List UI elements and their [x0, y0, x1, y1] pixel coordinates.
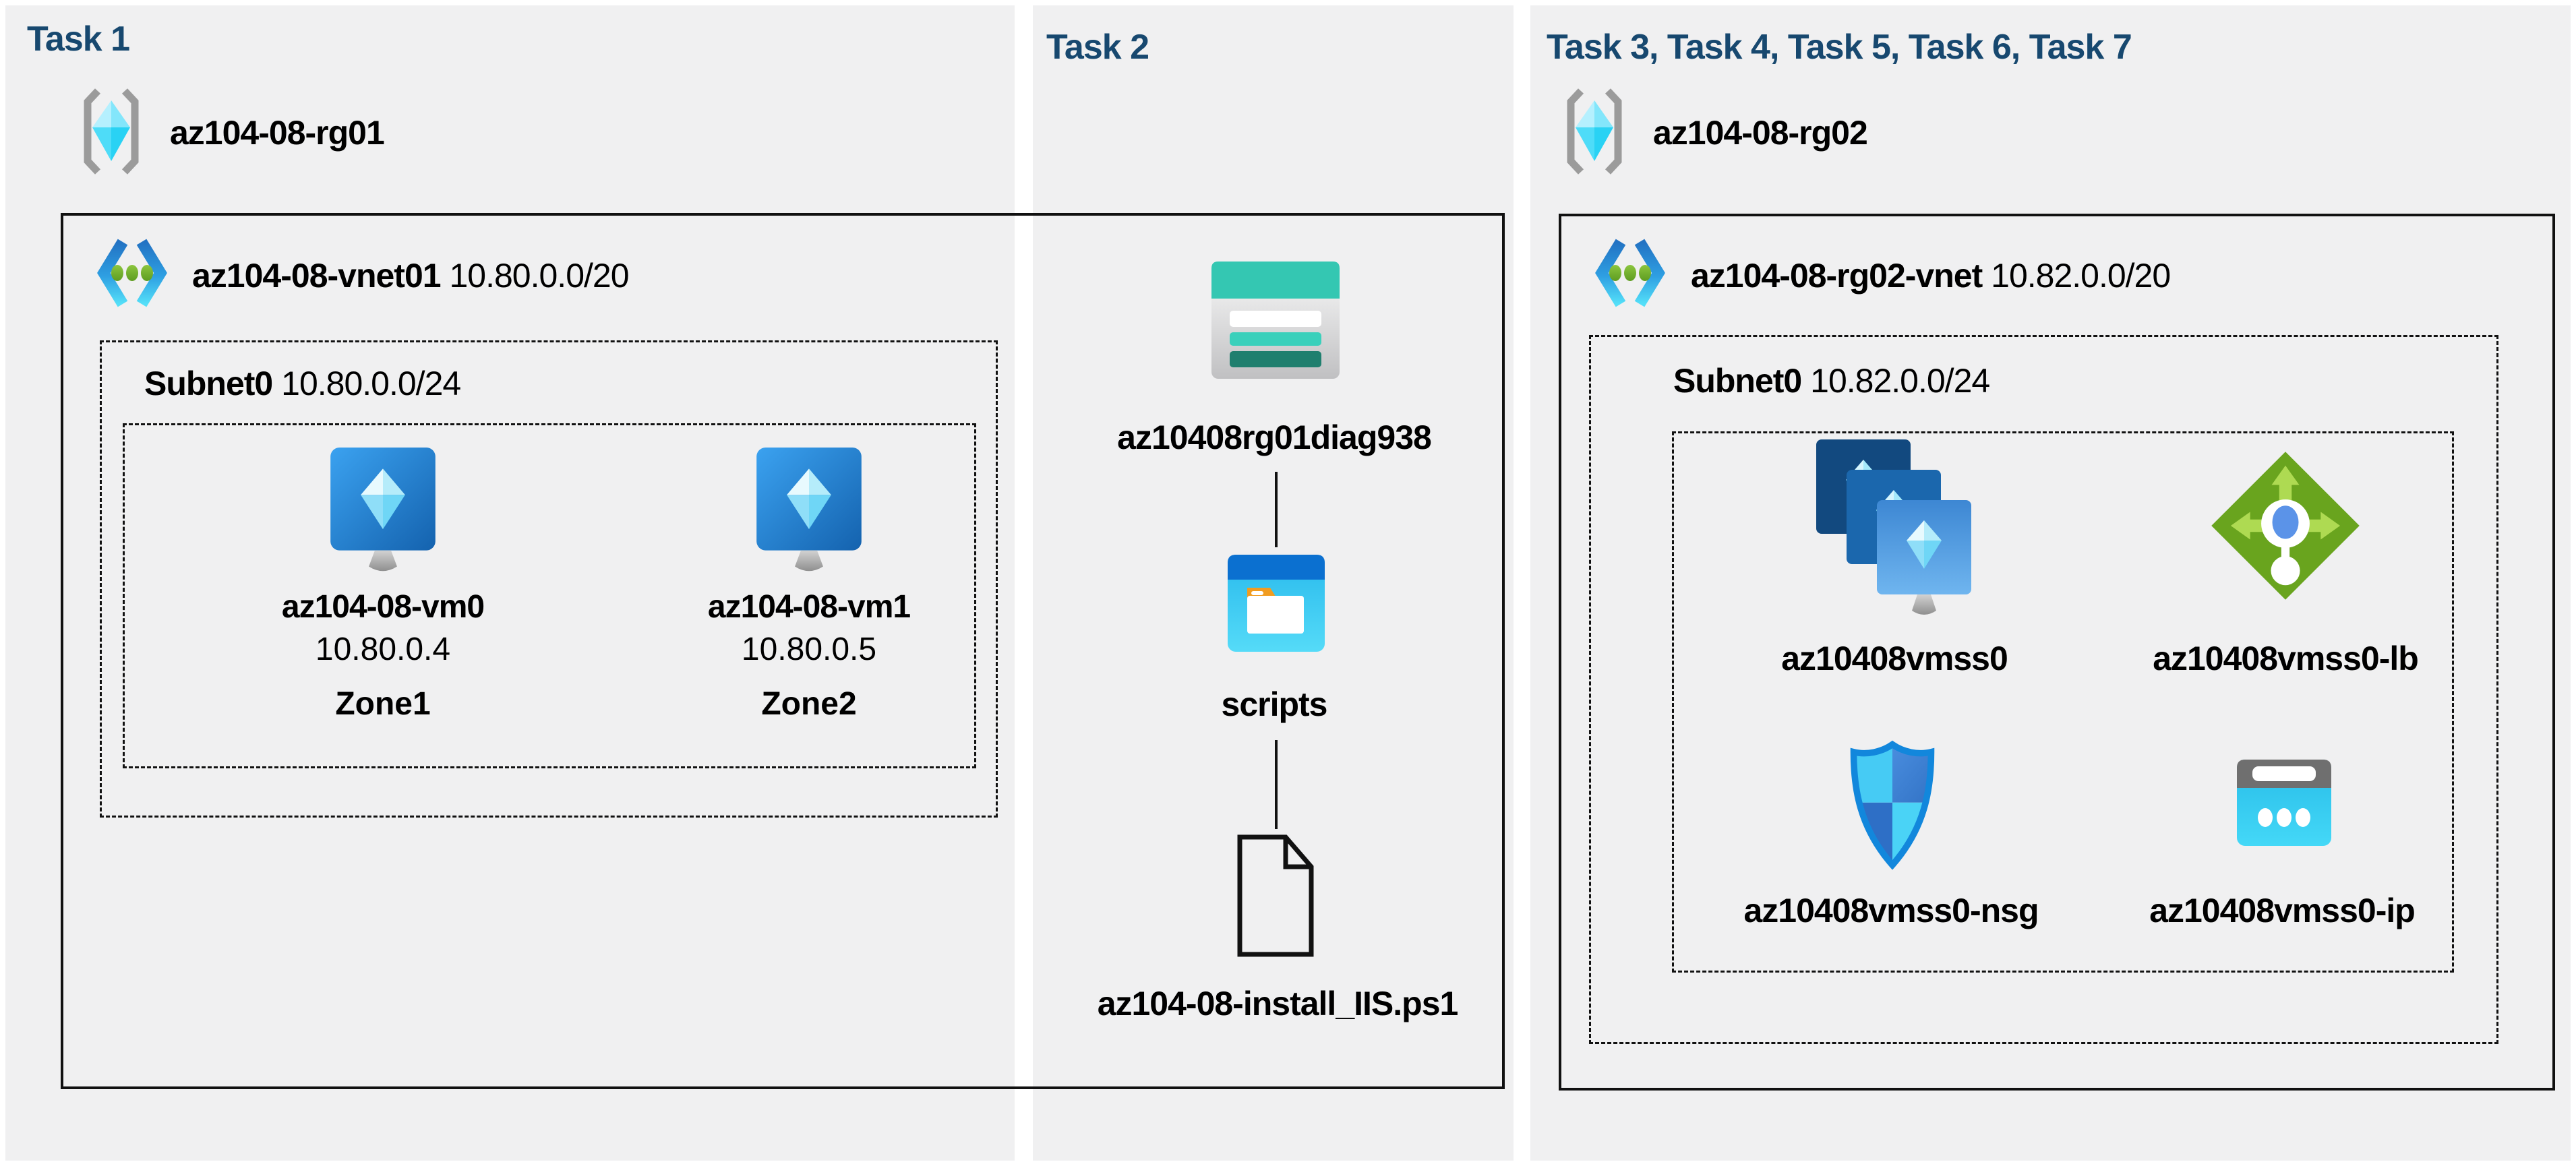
- public-ip-label: az10408vmss0-ip: [2149, 892, 2416, 929]
- load-balancer-icon: [2211, 452, 2360, 600]
- resource-group-icon: [1567, 88, 1622, 175]
- subnet-label: Subnet0 10.80.0.0/24: [144, 364, 461, 403]
- load-balancer-label: az10408vmss0-lb: [2153, 640, 2419, 677]
- subnet0-box-rg02: [1589, 335, 2498, 1044]
- vm0-card: az104-08-vm0 10.80.0.4 Zone1: [241, 443, 525, 723]
- subnet0-rg02-cidr: 10.82.0.0/24: [1810, 362, 1990, 400]
- rg01-label: az104-08-rg01: [170, 114, 385, 152]
- subnet-label: Subnet0 10.82.0.0/24: [1673, 361, 1990, 400]
- vnet-name: az104-08-vnet01 10.80.0.0/20: [192, 256, 630, 295]
- resource-group-icon: [84, 88, 139, 175]
- rg02-vnet-label: az104-08-rg02-vnet: [1691, 257, 1983, 295]
- subnet0-rg02-name: Subnet0: [1673, 362, 1802, 400]
- vmss-label: az10408vmss0: [1781, 640, 2008, 677]
- rg02-vnet-cidr: 10.82.0.0/20: [1991, 257, 2171, 295]
- vm1-card: az104-08-vm1 10.80.0.5 Zone2: [667, 443, 951, 723]
- vm-ip: 10.80.0.4: [315, 632, 451, 667]
- task3-panel: [1530, 5, 2571, 1161]
- public-ip-icon: [2237, 760, 2331, 846]
- virtual-network-icon: [97, 239, 167, 307]
- vnet-name: az104-08-rg02-vnet 10.82.0.0/20: [1691, 256, 2171, 295]
- nsg-shield-icon: [1850, 740, 1935, 870]
- virtual-machine-icon: [756, 447, 862, 572]
- resource-group-name: az104-08-rg01: [170, 113, 385, 152]
- vm-ip: 10.80.0.5: [741, 632, 877, 667]
- connector-line: [1275, 472, 1278, 547]
- task1-title: Task 1: [27, 20, 130, 59]
- scripts-folder-label: scripts: [1221, 685, 1328, 723]
- task3-title: Task 3, Task 4, Task 5, Task 6, Task 7: [1547, 28, 2132, 67]
- install-iis-script-label: az104-08-install_IIS.ps1: [1097, 985, 1459, 1022]
- virtual-machine-icon: [330, 447, 436, 572]
- subnet0-name: Subnet0: [144, 365, 273, 402]
- vm-name: az104-08-vm1: [707, 589, 911, 625]
- vm-group-box: [123, 423, 976, 768]
- storage-account-icon: [1211, 262, 1340, 379]
- vm-zone: Zone1: [335, 686, 431, 722]
- rg02-vnet-box: [1559, 214, 2555, 1091]
- vnet01-label: az104-08-vnet01: [192, 257, 442, 295]
- vm-zone: Zone2: [761, 686, 857, 722]
- connector-line: [1275, 740, 1278, 829]
- vnet01-cidr: 10.80.0.0/20: [449, 257, 629, 295]
- file-document-icon: [1237, 834, 1314, 957]
- subnet0-cidr: 10.80.0.0/24: [281, 365, 461, 402]
- rg01-vnet-box: [61, 213, 1505, 1089]
- resource-group-name: az104-08-rg02: [1653, 113, 1868, 152]
- virtual-network-icon: [1595, 239, 1665, 307]
- vm-scale-set-icon: [1816, 439, 1971, 615]
- nsg-label: az10408vmss0-nsg: [1743, 892, 2039, 929]
- vm-name: az104-08-vm0: [281, 589, 485, 625]
- task2-title: Task 2: [1046, 28, 1149, 67]
- rg02-label: az104-08-rg02: [1653, 114, 1868, 152]
- folder-window-icon: [1228, 555, 1325, 652]
- subnet0-box-rg01: [100, 340, 998, 818]
- vmss-group-box: [1672, 431, 2454, 973]
- storage-account-label: az10408rg01diag938: [1117, 419, 1432, 456]
- task1-panel: [5, 5, 1015, 1161]
